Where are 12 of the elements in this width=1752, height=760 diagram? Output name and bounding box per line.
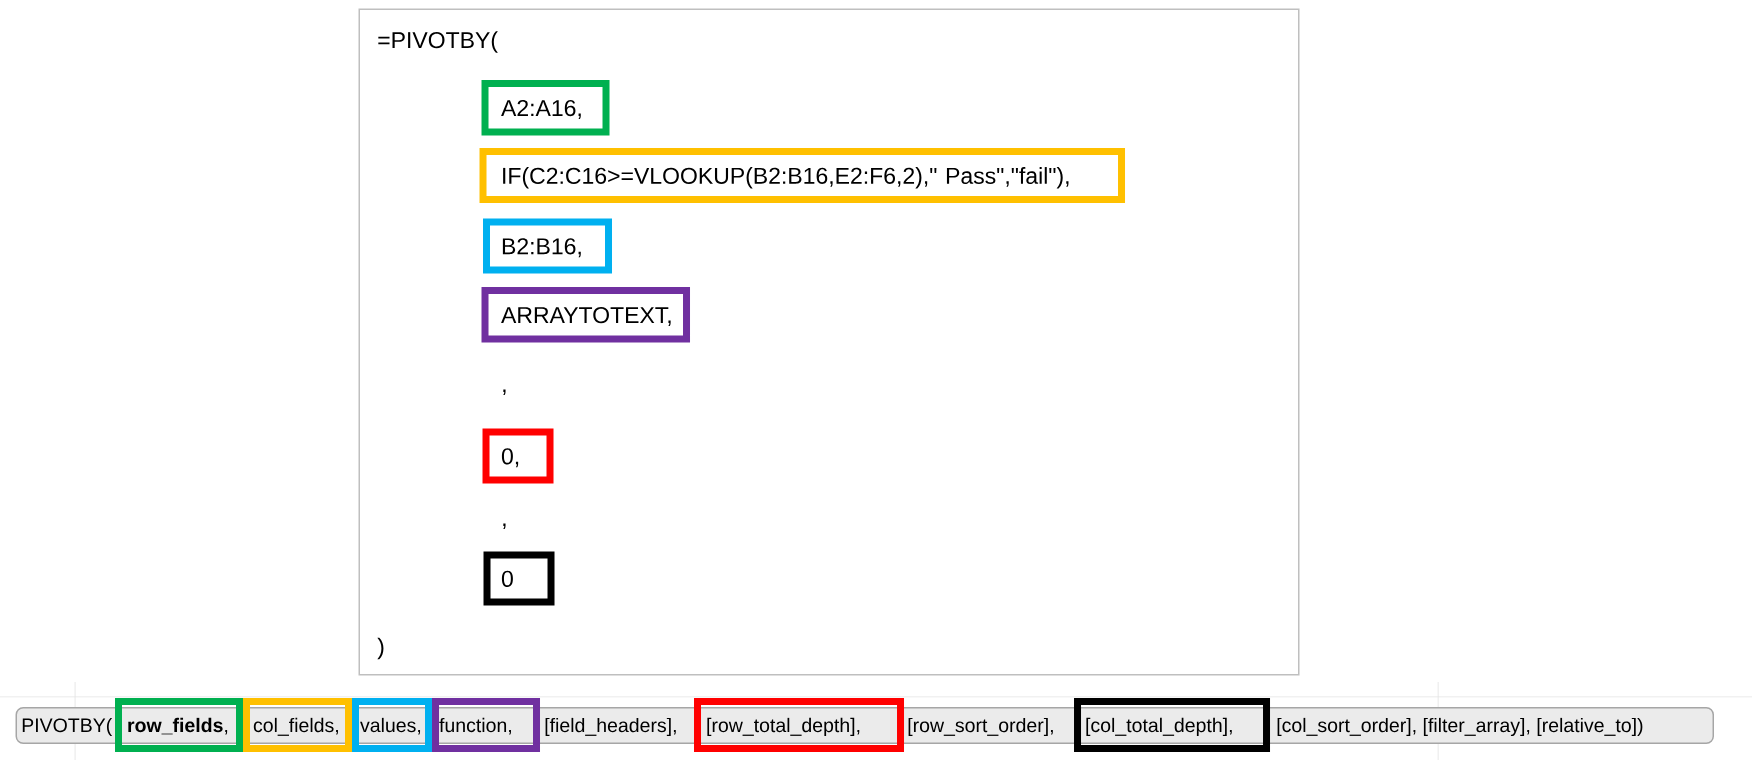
highlight-box: 0, — [482, 428, 554, 484]
highlight-box: B2:B16, — [483, 218, 612, 274]
highlight-box: IF(C2:C16>=VLOOKUP(B2:B16,E2:F6,2)," Pass","fail"), — [479, 148, 1125, 203]
highlight-box: function, — [432, 698, 540, 752]
highlight-box: A2:A16, — [481, 80, 610, 136]
highlight-box: row_fields, — [115, 698, 243, 752]
highlight-box: [row_total_depth], — [694, 698, 904, 752]
highlight-box: 0 — [483, 551, 555, 606]
highlight-box: ARRAYTOTEXT, — [481, 287, 690, 343]
highlight-box: values, — [352, 698, 432, 752]
highlight-box: [col_total_depth], — [1074, 698, 1270, 752]
highlight-box: col_fields, — [243, 698, 352, 752]
